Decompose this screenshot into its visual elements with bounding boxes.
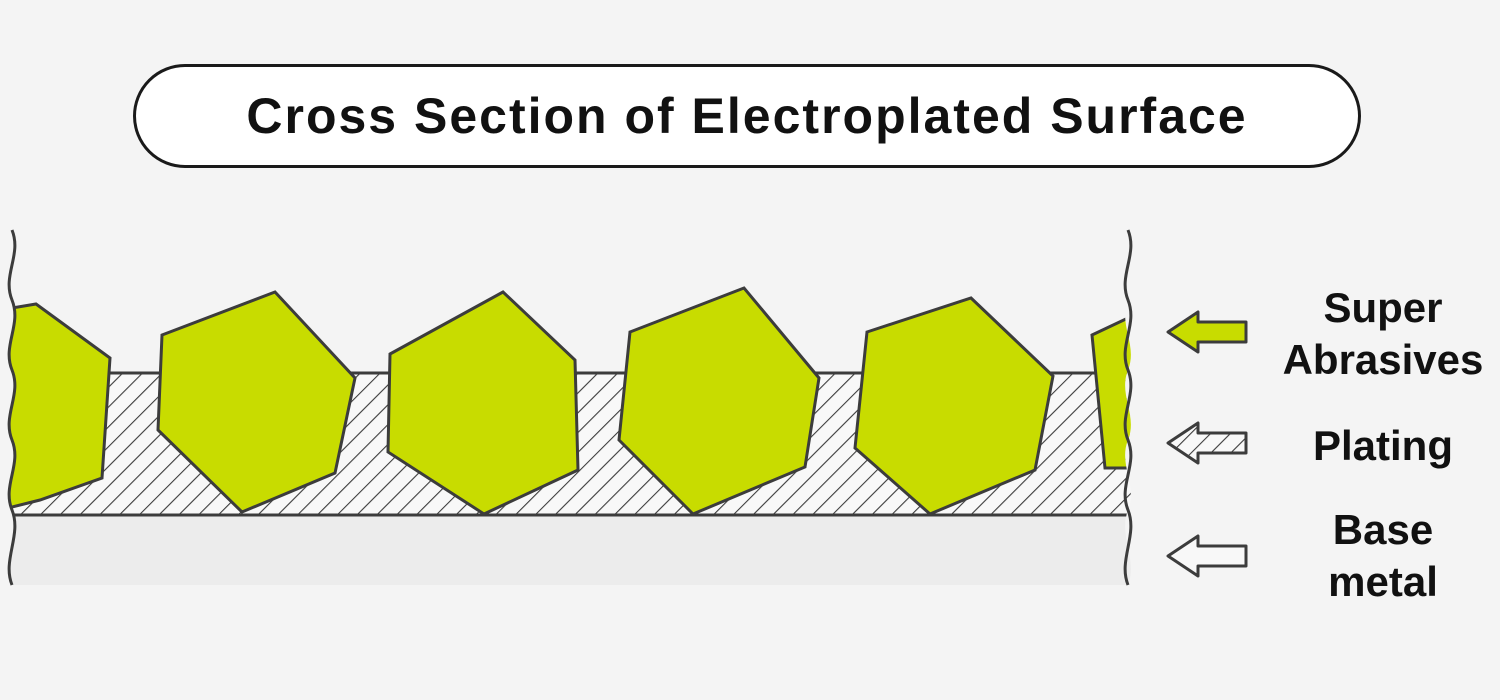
base-metal-arrow-icon	[1166, 534, 1248, 578]
left-break-line	[7, 229, 17, 586]
legend-label-base-metal: Base metal	[1263, 504, 1500, 608]
legend-label-line: metal	[1328, 558, 1438, 605]
super-abrasives-arrow-icon	[1166, 310, 1248, 354]
page-title: Cross Section of Electroplated Surface	[246, 88, 1248, 144]
legend-label-super-abrasives: Super Abrasives	[1263, 282, 1500, 386]
abrasive-grain	[617, 286, 821, 516]
legend-label-plating: Plating	[1263, 420, 1500, 472]
legend-label-line: Plating	[1312, 422, 1453, 469]
abrasive-grain	[156, 290, 357, 514]
legend-label-line: Abrasives	[1282, 336, 1484, 383]
right-break-line	[1123, 229, 1133, 586]
title-banner: Cross Section of Electroplated Surface	[133, 64, 1361, 168]
base-metal-layer	[9, 515, 1131, 585]
legend-label-line: Base	[1332, 506, 1434, 553]
plating-arrow-icon	[1166, 421, 1248, 465]
abrasive-grain	[1090, 316, 1131, 470]
abrasive-grain	[853, 296, 1055, 516]
abrasive-grain	[386, 290, 580, 516]
legend-label-line: Super	[1323, 284, 1443, 331]
abrasive-grain	[9, 302, 112, 512]
